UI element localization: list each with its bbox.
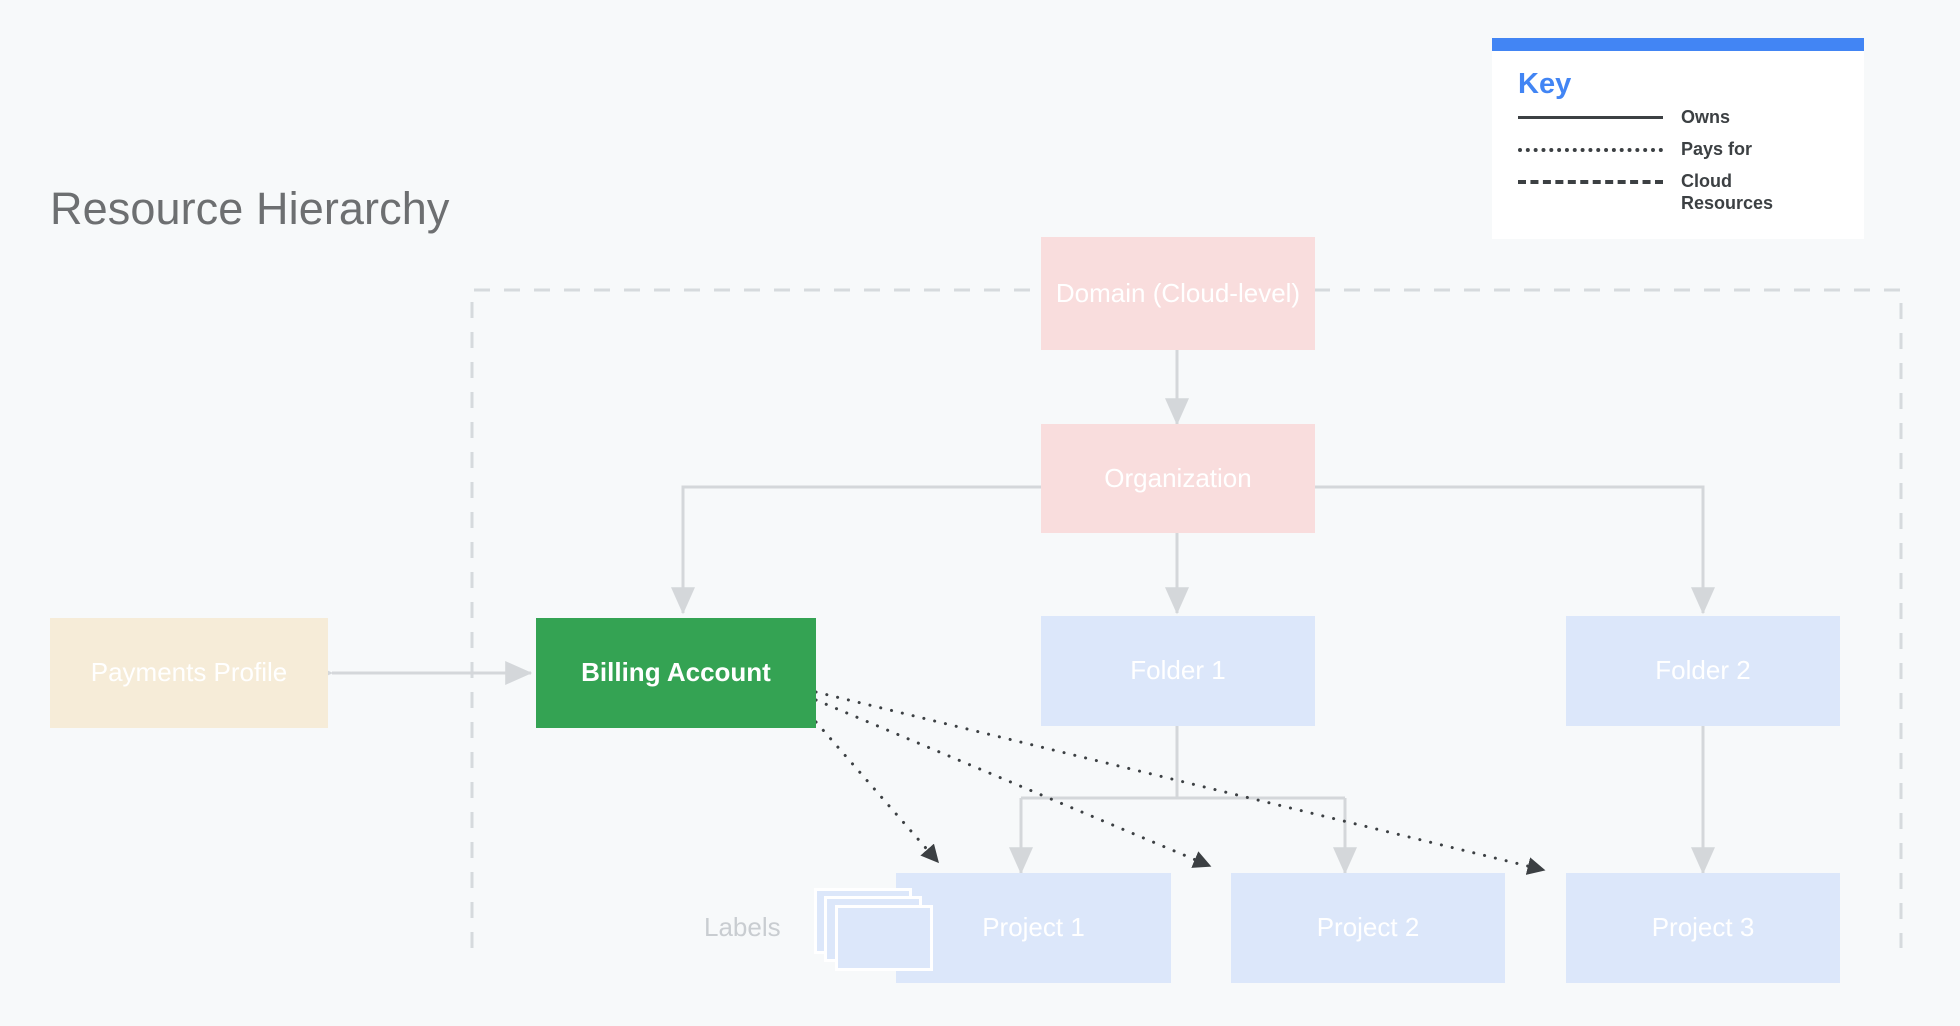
legend-label-owns: Owns: [1681, 106, 1731, 127]
node-folder-2[interactable]: Folder 2: [1566, 616, 1840, 726]
edge-organization-folder2: [1314, 485, 1715, 615]
label-card-front: [835, 905, 933, 971]
legend-accent-bar: [1492, 38, 1864, 51]
solid-line-icon: [1518, 115, 1663, 119]
node-organization[interactable]: Organization: [1041, 424, 1315, 533]
edge-billing-project1-paysfor: [814, 720, 940, 864]
node-project-3-label: Project 3: [1651, 912, 1755, 943]
edge-folder1-projects: [1009, 726, 1357, 875]
dashed-line-icon: [1518, 179, 1663, 184]
node-billing-account[interactable]: Billing Account: [536, 618, 816, 728]
labels-caption: Labels: [704, 912, 781, 942]
node-project-2-label: Project 2: [1316, 912, 1420, 943]
dotted-line-icon: [1518, 147, 1663, 152]
node-payments-profile[interactable]: Payments Profile: [50, 618, 328, 728]
node-domain-label: Domain (Cloud-level): [1055, 277, 1301, 308]
node-domain[interactable]: Domain (Cloud-level): [1041, 237, 1315, 350]
node-project-1-label: Project 1: [982, 912, 1085, 943]
node-project-2[interactable]: Project 2: [1231, 873, 1505, 983]
legend-label-cloud-resources: Cloud Resources: [1681, 170, 1774, 213]
node-folder-2-label: Folder 2: [1655, 655, 1751, 686]
node-project-3[interactable]: Project 3: [1566, 873, 1840, 983]
page-title: Resource Hierarchy: [50, 183, 450, 234]
legend-title: Key: [1518, 68, 1572, 100]
legend-row-owns: Owns: [1518, 107, 1838, 129]
node-project-1[interactable]: Project 1: [896, 873, 1171, 983]
legend-key: Key Owns Pays for Cloud Resources: [1492, 38, 1864, 239]
edge-organization-billing: [671, 485, 1041, 615]
node-payments-profile-label: Payments Profile: [90, 657, 288, 688]
node-folder-1[interactable]: Folder 1: [1041, 616, 1315, 726]
legend-row-pays-for: Pays for: [1518, 139, 1838, 161]
node-billing-account-label: Billing Account: [581, 657, 771, 688]
labels-stack-icon[interactable]: [814, 888, 936, 978]
node-folder-1-label: Folder 1: [1130, 655, 1226, 686]
node-organization-label: Organization: [1104, 462, 1252, 493]
legend-label-pays-for: Pays for: [1681, 138, 1753, 159]
legend-row-cloud-resources: Cloud Resources: [1518, 171, 1838, 215]
